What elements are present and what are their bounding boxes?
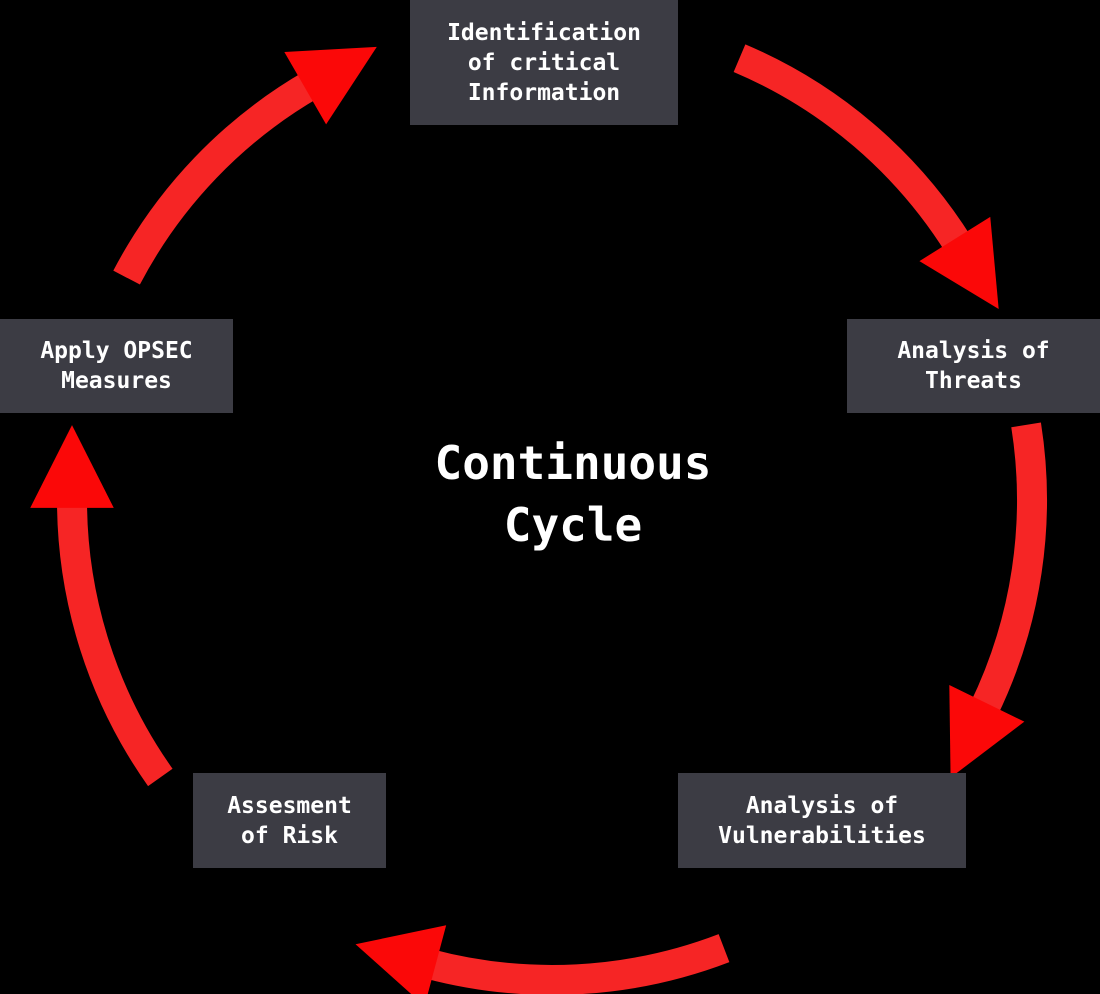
node-label-line: Identification — [447, 19, 641, 46]
node-analysis-of-threats: Analysis of Threats — [847, 319, 1100, 413]
node-label-line: Measures — [61, 368, 172, 394]
node-label-line: Threats — [925, 368, 1022, 394]
center-title-line: Continuous — [434, 436, 712, 490]
node-label-line: Assesment — [227, 792, 352, 819]
node-label-line: Vulnerabilities — [718, 822, 926, 849]
node-label-line: of Risk — [241, 822, 338, 849]
node-label-line: Analysis of — [745, 792, 899, 819]
node-label-line: Information — [467, 79, 621, 106]
arrow-threats-to-vulnerabilities — [949, 422, 1047, 778]
arrow-risk-to-opsec — [30, 425, 173, 787]
node-label-line: Analysis of — [897, 338, 1050, 364]
center-title: Continuous Cycle — [435, 432, 712, 556]
node-apply-opsec-measures: Apply OPSEC Measures — [0, 319, 233, 413]
node-identification-of-critical-information: Identification of critical Information — [410, 0, 678, 125]
arrow-vulnerabilities-to-risk — [355, 925, 730, 994]
node-assesment-of-risk: Assesment of Risk — [193, 773, 386, 868]
center-title-line: Cycle — [503, 498, 643, 552]
node-label-line: Apply OPSEC — [40, 338, 193, 364]
node-analysis-of-vulnerabilities: Analysis of Vulnerabilities — [678, 773, 966, 868]
node-label-line: of critical — [467, 49, 621, 76]
arrow-identification-to-threats — [733, 44, 999, 310]
arrow-opsec-to-identification — [113, 46, 377, 285]
